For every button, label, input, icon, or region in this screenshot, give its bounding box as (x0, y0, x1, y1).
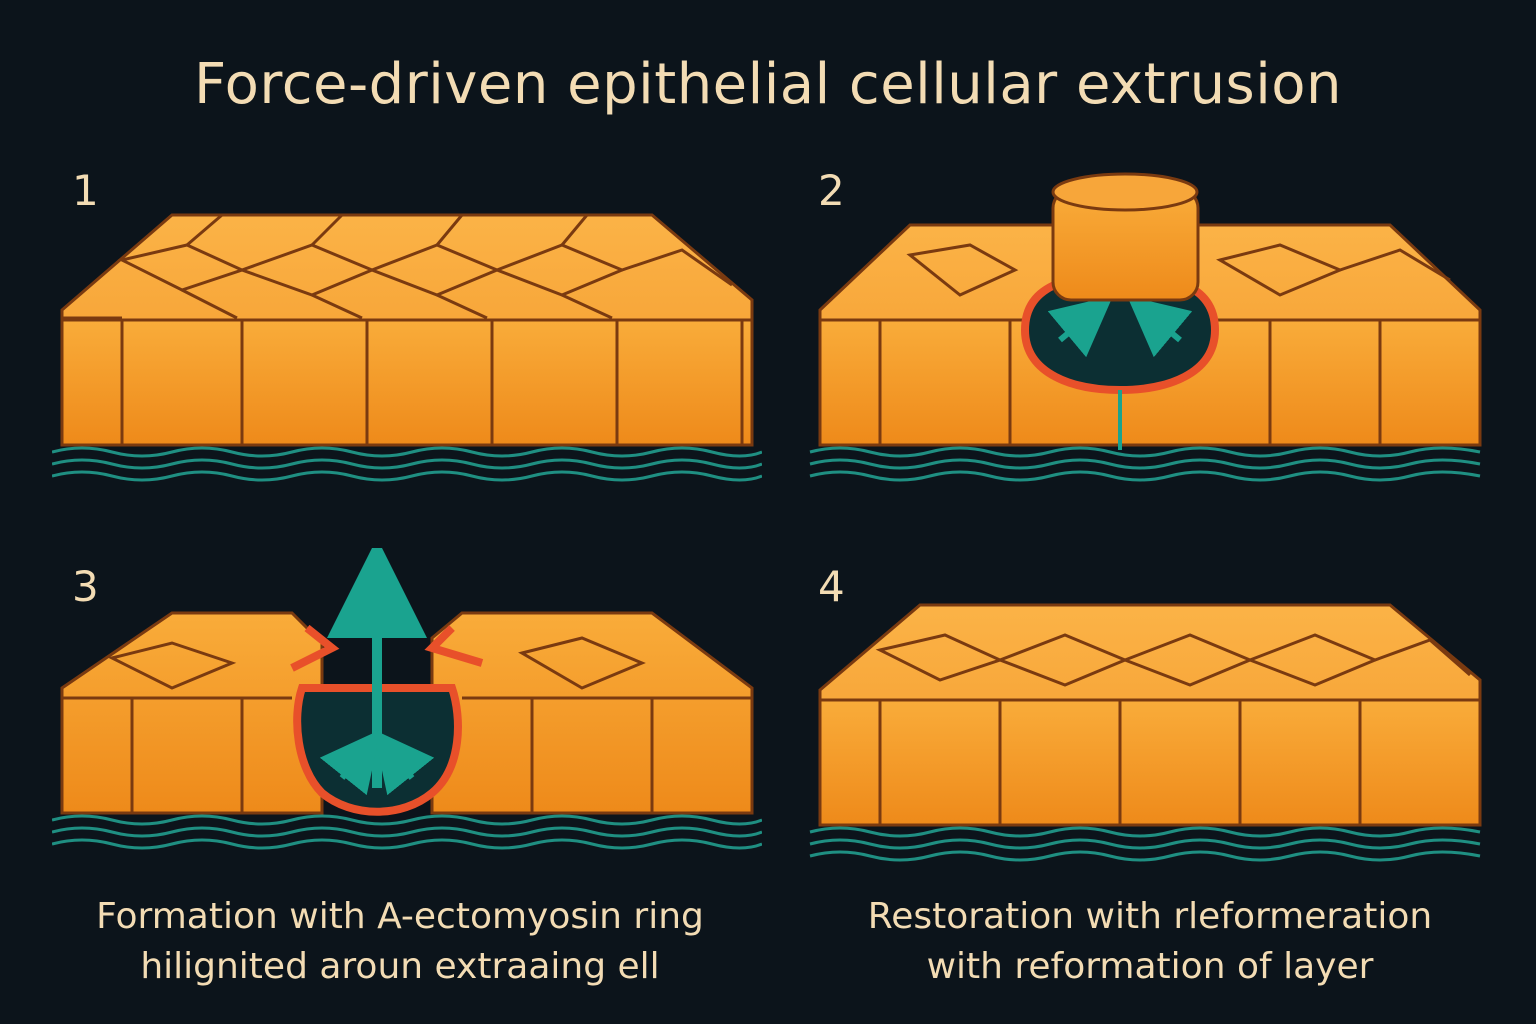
caption-left-line-2: hilignited aroun extraaing ell (140, 946, 660, 987)
upward-force-arrow (319, 548, 435, 796)
panel-4-restored-epithelium (809, 603, 1482, 862)
caption-right: Restoration with rleformeration with ref… (790, 892, 1510, 992)
caption-left-line-1: Formation with A-ectomyosin ring (96, 896, 704, 937)
panel-number-2: 2 (818, 166, 845, 215)
panel-3-ring-contraction (52, 548, 762, 850)
basement-membrane (52, 814, 762, 850)
caption-right-line-2: with reformation of layer (926, 946, 1374, 987)
basement-membrane (809, 446, 1481, 482)
basement-membrane (809, 826, 1481, 862)
cell-sheet (60, 213, 754, 447)
panel-number-3: 3 (72, 562, 99, 611)
extruding-cell (1051, 172, 1200, 302)
page-title: Force-driven epithelial cellular extrusi… (193, 52, 1343, 117)
cell-sheet (818, 603, 1482, 827)
basement-membrane (52, 446, 762, 482)
panel-2-extrusion-start (809, 172, 1482, 482)
panel-number-1: 1 (72, 166, 99, 215)
caption-right-line-1: Restoration with rleformeration (867, 896, 1433, 937)
panel-1-intact-epithelium (52, 213, 762, 482)
cell-sheet (60, 611, 754, 815)
caption-left: Formation with A-ectomyosin ring hiligni… (40, 892, 760, 992)
panel-number-4: 4 (818, 562, 845, 611)
